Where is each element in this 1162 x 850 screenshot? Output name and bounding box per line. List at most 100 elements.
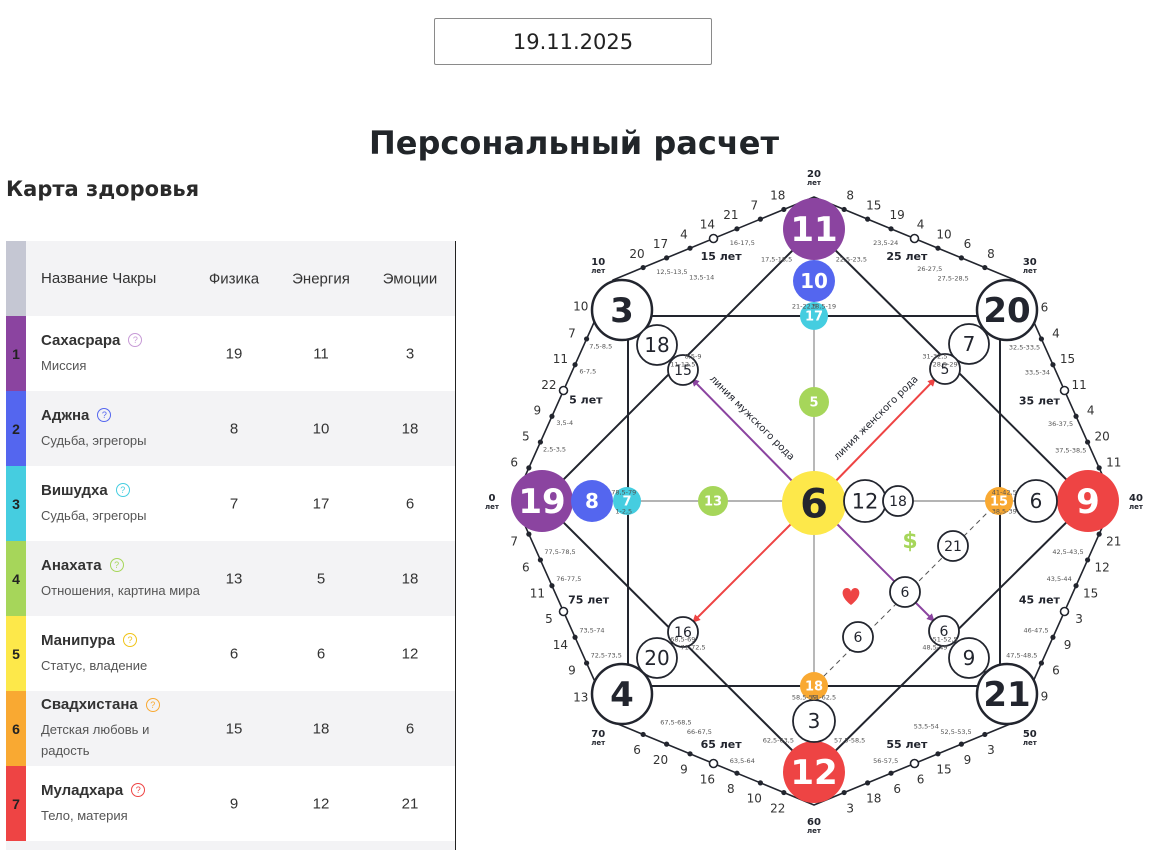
age-marker bbox=[537, 439, 544, 445]
help-icon[interactable]: ? bbox=[97, 408, 112, 422]
age-value: 21 bbox=[723, 208, 738, 222]
chakra-number: 5 bbox=[6, 616, 26, 691]
node-circle bbox=[948, 637, 990, 679]
age-marker-open bbox=[708, 758, 719, 769]
node-circle bbox=[613, 487, 641, 515]
node-circle bbox=[783, 198, 845, 260]
age-marker bbox=[841, 789, 847, 796]
age-value: 6 bbox=[917, 772, 925, 786]
age-marker bbox=[888, 770, 894, 776]
age-value: 15 bbox=[866, 198, 881, 212]
age-marker bbox=[781, 206, 787, 213]
age-marker bbox=[865, 780, 871, 786]
node-circle bbox=[799, 387, 829, 417]
age-range-label: 15 лет bbox=[701, 250, 743, 263]
node-circle bbox=[975, 278, 1039, 342]
chakra-description: Судьба, эгрегоры bbox=[41, 507, 147, 523]
chakra-table: Название Чакры Физика Энергия Эмоции 1 С… bbox=[6, 241, 456, 850]
age-range-label: 76-77,5 bbox=[556, 575, 581, 583]
age-value: 17 bbox=[653, 237, 668, 251]
age-range-label: 1-2,5 bbox=[615, 507, 632, 515]
node-circle bbox=[937, 530, 969, 562]
age-range-label: 75 лет bbox=[568, 593, 610, 606]
age-value: 3 bbox=[1075, 612, 1083, 626]
physics-value: 8 bbox=[229, 420, 239, 437]
age-marker bbox=[888, 226, 894, 232]
age-marker bbox=[1073, 413, 1079, 419]
node-value: 6 bbox=[901, 585, 910, 601]
header-stripe bbox=[6, 241, 26, 316]
help-icon[interactable]: ? bbox=[128, 333, 143, 347]
age-range-label: 11-12,5 bbox=[670, 361, 695, 369]
node-value: 15 bbox=[990, 495, 1008, 510]
help-icon[interactable]: ? bbox=[123, 633, 138, 647]
age-value: 20 bbox=[653, 753, 668, 767]
energy-value: 10 bbox=[312, 420, 330, 437]
node-circle bbox=[928, 615, 960, 647]
vertex-age-unit: лет bbox=[591, 739, 606, 747]
age-range-label: 2,5-3,5 bbox=[543, 445, 566, 453]
physics-value: 19 bbox=[225, 345, 243, 362]
node-left-4: 13 bbox=[698, 486, 728, 516]
node-tr-3: 5 bbox=[929, 353, 961, 385]
node-circle bbox=[948, 323, 990, 365]
age-value: 15 bbox=[1083, 586, 1098, 600]
emotions-value: 18 bbox=[401, 420, 419, 437]
vertex-age-unit: лет bbox=[591, 267, 606, 275]
node-left-3: 7 bbox=[613, 487, 641, 515]
node-top-4: 5 bbox=[799, 387, 829, 417]
node-top-3: 17 bbox=[800, 302, 828, 330]
age-marker bbox=[935, 245, 941, 251]
age-marker-open bbox=[1059, 606, 1070, 617]
age-value: 20 bbox=[629, 247, 644, 261]
node-value: 6 bbox=[1030, 489, 1043, 513]
age-value: 15 bbox=[936, 763, 951, 777]
age-value: 8 bbox=[987, 247, 995, 261]
node-value: 16 bbox=[674, 625, 692, 641]
chakra-description: Судьба, эгрегоры bbox=[41, 432, 147, 448]
vertex-age-unit: лет bbox=[1023, 267, 1038, 275]
help-icon[interactable]: ? bbox=[131, 783, 146, 797]
node-br-3: 6 bbox=[928, 615, 960, 647]
male-line-arrow-lower bbox=[827, 514, 935, 622]
vertex-age-label: 50 bbox=[1023, 729, 1037, 740]
node-right-3: 15 bbox=[985, 487, 1013, 515]
chakra-number: 6 bbox=[6, 691, 26, 766]
age-value: 22 bbox=[541, 378, 556, 392]
vertex-age-unit: лет bbox=[1129, 503, 1144, 511]
age-range-label: 37,5-38,5 bbox=[1055, 447, 1086, 455]
node-value: 6 bbox=[940, 624, 949, 640]
node-bottom: 12 bbox=[783, 741, 845, 803]
node-circle bbox=[590, 662, 654, 726]
node-center-r1: 12 bbox=[843, 479, 887, 523]
chakra-number: 4 bbox=[6, 541, 26, 616]
age-range-label: 47,5-48,5 bbox=[1006, 651, 1037, 659]
page-title: Персональный расчет bbox=[368, 124, 779, 162]
age-marker bbox=[781, 789, 787, 796]
age-range-label: 23,5-24 bbox=[873, 239, 898, 247]
vertex-age-label: 40 bbox=[1129, 493, 1143, 504]
age-range-label: 3,5-4 bbox=[556, 419, 573, 427]
node-corner-bl: 4 bbox=[590, 662, 654, 726]
help-icon[interactable]: ? bbox=[145, 697, 160, 712]
node-top-2: 10 bbox=[793, 260, 835, 302]
age-marker bbox=[549, 583, 555, 589]
age-range-label: 56-57,5 bbox=[873, 757, 898, 765]
help-icon[interactable]: ? bbox=[109, 558, 124, 572]
age-value: 6 bbox=[1041, 301, 1049, 315]
age-range-label: 5 лет bbox=[569, 394, 603, 407]
age-range-label: 73,5-74 bbox=[579, 627, 604, 635]
node-value: 7 bbox=[963, 332, 976, 356]
age-value: 10 bbox=[573, 299, 588, 313]
help-icon[interactable]: ? bbox=[115, 483, 130, 497]
age-range-label: 31-32,5 bbox=[922, 353, 947, 361]
physics-value: 6 bbox=[229, 645, 239, 662]
age-range-label: 55 лет bbox=[886, 738, 928, 751]
age-range-label: 61-62,5 bbox=[811, 693, 836, 701]
age-marker bbox=[572, 362, 578, 368]
emotions-value: 21 bbox=[401, 795, 419, 812]
date-input[interactable]: 19.11.2025 bbox=[434, 18, 712, 65]
chakra-name: Манипура bbox=[41, 631, 116, 649]
age-marker bbox=[958, 255, 965, 261]
female-line-label: линия женского рода bbox=[832, 374, 921, 463]
